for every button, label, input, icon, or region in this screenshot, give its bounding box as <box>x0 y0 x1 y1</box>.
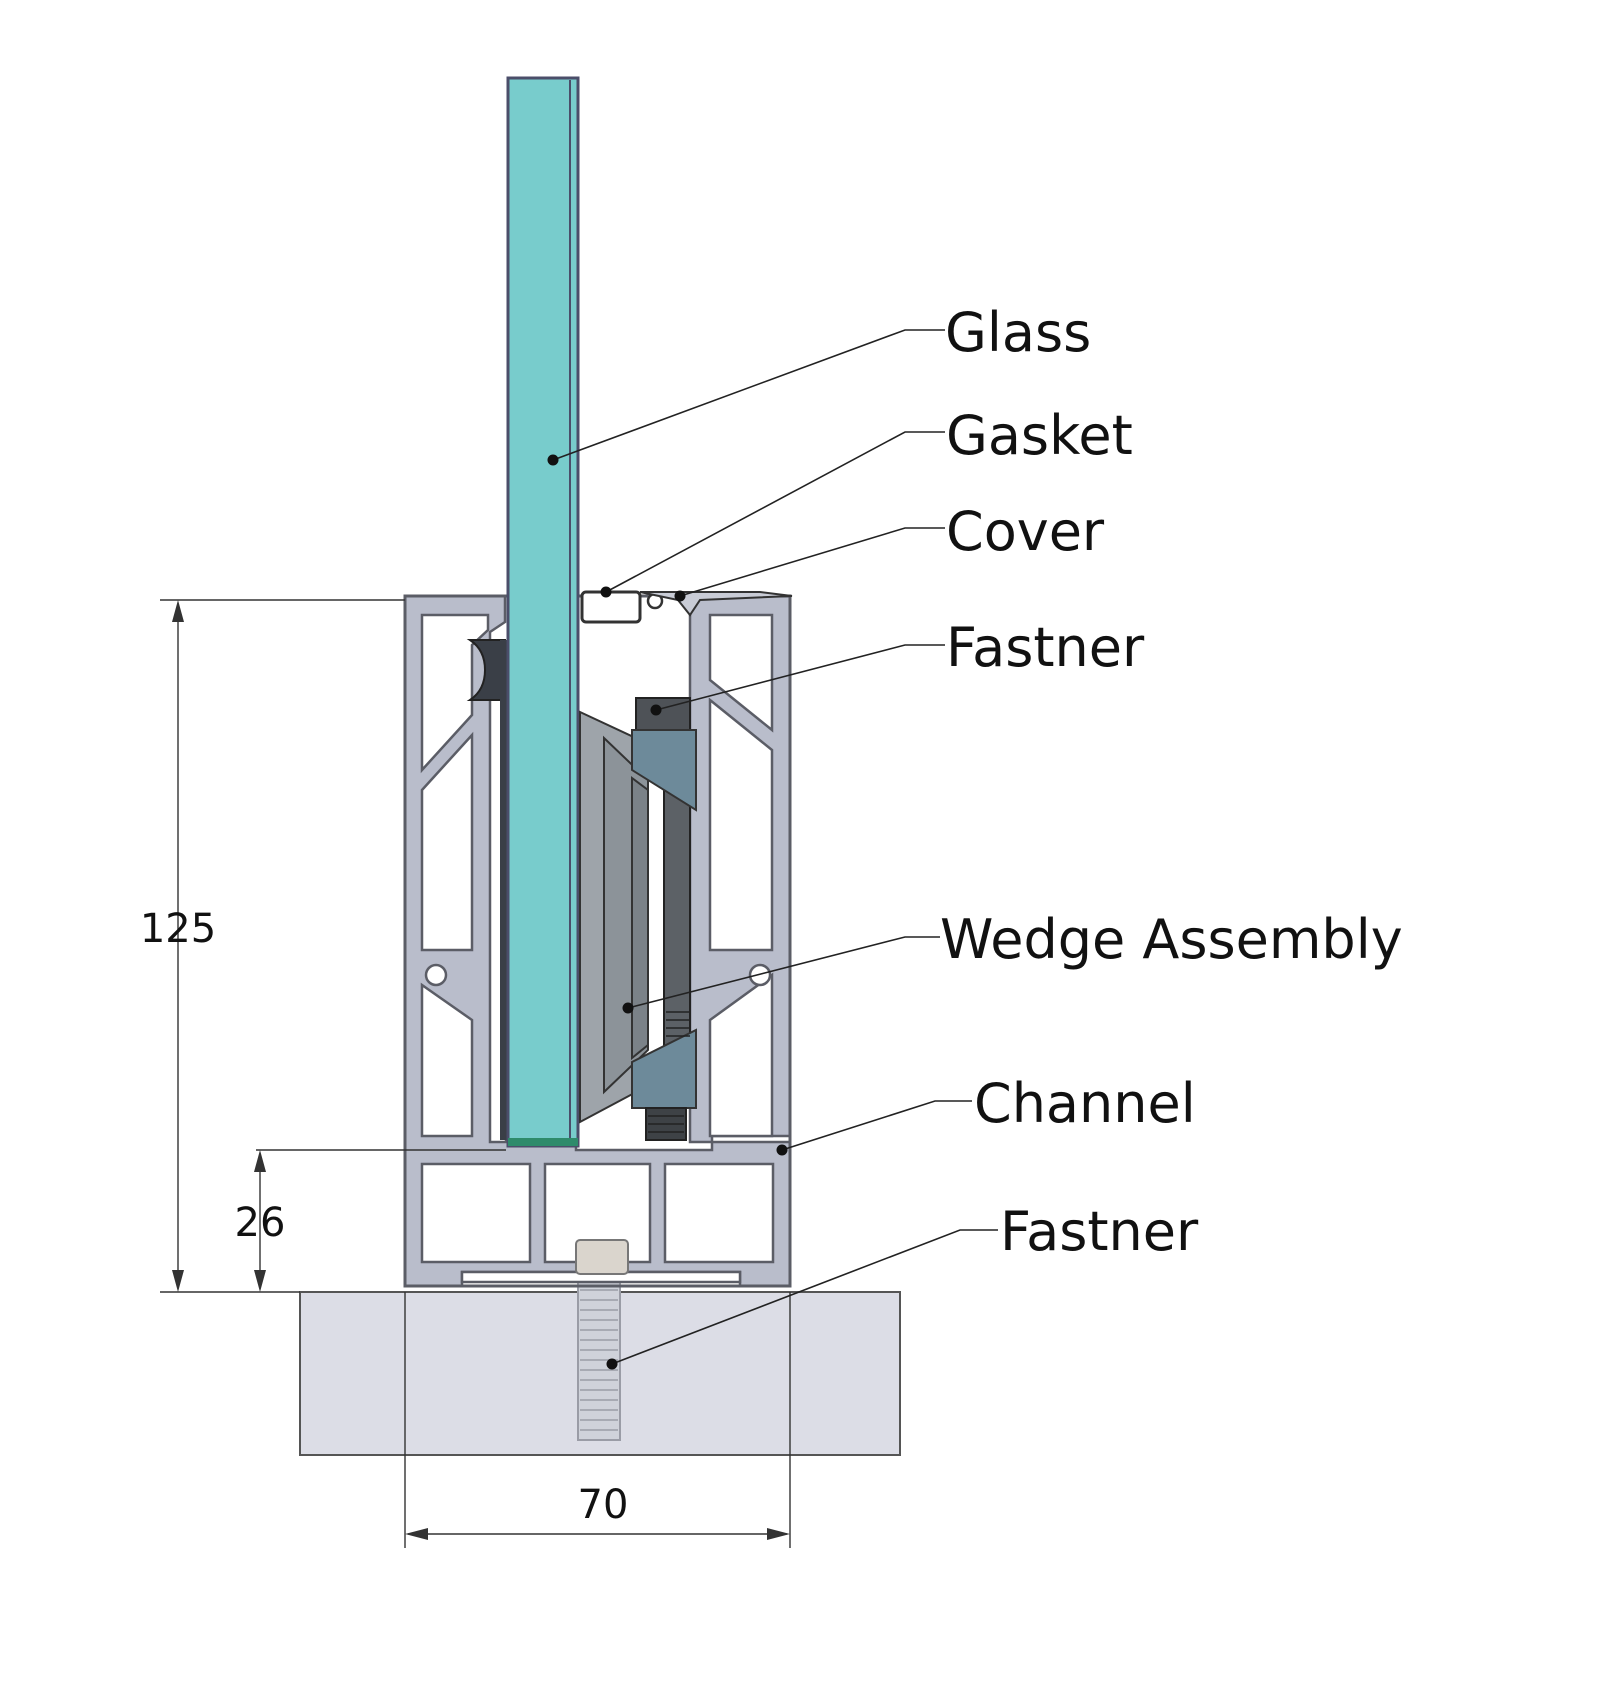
glass-panel <box>506 76 580 1148</box>
leader-channel <box>776 1100 972 1156</box>
dimension-height <box>160 599 405 1293</box>
leader-cover <box>674 527 945 602</box>
leader-gasket <box>600 431 945 598</box>
label-channel: Channel <box>974 1072 1196 1135</box>
dimension-width <box>404 1292 791 1548</box>
leader-fastner-top <box>650 644 945 716</box>
bottom-fastener <box>577 1269 621 1441</box>
label-fastner-top: Fastner <box>946 616 1145 679</box>
left-gasket-strip <box>500 640 508 1140</box>
label-wedge-assembly: Wedge Assembly <box>940 908 1403 971</box>
dimension-base-height <box>254 1149 506 1292</box>
wedge-fastener <box>631 697 697 1141</box>
dimension-base-height-label: 26 <box>235 1200 286 1246</box>
left-gasket <box>466 639 506 701</box>
label-glass: Glass <box>945 301 1091 364</box>
label-fastner-bottom: Fastner <box>1000 1200 1199 1263</box>
leader-fastner-bottom <box>606 1229 998 1370</box>
glass-base-pad <box>508 1138 578 1146</box>
leader-wedge-assembly <box>622 936 940 1014</box>
label-gasket: Gasket <box>946 404 1133 467</box>
bottom-fastener-head <box>575 1239 629 1275</box>
leader-glass <box>547 329 945 466</box>
label-cover: Cover <box>946 500 1105 563</box>
dimension-width-label: 70 <box>578 1482 629 1528</box>
dimension-height-label: 125 <box>140 906 216 952</box>
top-gasket <box>580 590 642 624</box>
